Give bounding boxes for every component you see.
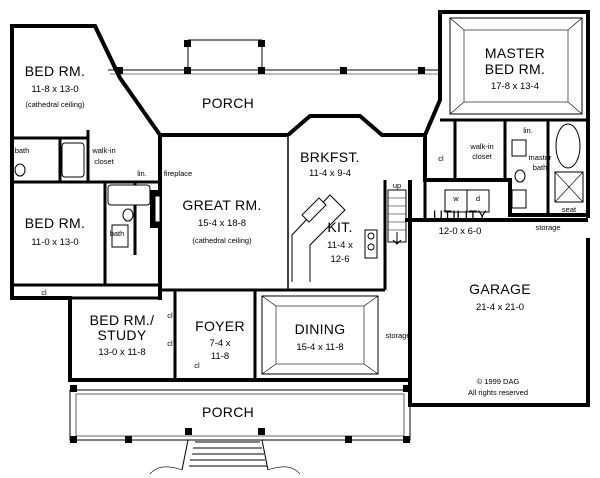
ceiling-tray-master — [449, 17, 583, 115]
room-utility: UTILITY 12-0 x 6-0 — [433, 207, 488, 237]
kit-name: KIT. — [327, 219, 352, 235]
copyright-line2: All rights reserved — [468, 388, 528, 397]
walkin1-line1: walk-in — [91, 146, 115, 155]
bed2-dims: 11-0 x 13-0 — [31, 237, 78, 248]
walkin2-line1: walk-in — [469, 142, 493, 151]
dining-name: DINING — [295, 321, 346, 337]
walkin2-line2: closet — [472, 152, 493, 161]
porch-front-name: PORCH — [202, 404, 254, 420]
bed2-name: BED RM. — [25, 215, 85, 231]
bed3-name-1: BED RM./ — [90, 312, 155, 328]
bed3-name-2: STUDY — [98, 327, 147, 343]
room-dining: DINING 15-4 x 11-8 — [295, 321, 346, 353]
foyer-name: FOYER — [195, 318, 245, 334]
garage-name: GARAGE — [469, 281, 531, 297]
interior-walls — [12, 118, 588, 380]
master-dims: 17-8 x 13-4 — [491, 81, 539, 92]
bath-fixtures-1 — [14, 142, 85, 178]
cl-study1-label: cl — [167, 311, 173, 320]
dryer-label: d — [476, 194, 480, 203]
master-bath-fixtures — [511, 123, 584, 203]
fireplace — [150, 190, 162, 228]
fireplace-label: fireplace — [164, 169, 192, 178]
bed1-note: (cathedral ceiling) — [25, 100, 85, 109]
foyer-dims-2: 11-8 — [211, 351, 229, 362]
great-name: GREAT RM. — [182, 197, 261, 213]
master-bath-line2: bath — [533, 163, 548, 172]
porch-back-name: PORCH — [202, 95, 254, 111]
bed1-dims: 11-8 x 13-0 — [31, 84, 78, 95]
foyer-dims-1: 7-4 x — [209, 338, 230, 349]
master-name-1: MASTER — [485, 45, 545, 61]
washer-label: w — [452, 194, 459, 203]
kit-dims-2: 12-6 — [330, 254, 349, 265]
great-dims: 15-4 x 18-8 — [198, 218, 246, 229]
room-brkfst: BRKFST. 11-4 x 9-4 — [300, 149, 360, 179]
dining-dims: 15-4 x 11-8 — [296, 342, 343, 353]
utility-dims: 12-0 x 6-0 — [439, 226, 482, 237]
bath2-label: bath — [110, 229, 125, 238]
utility-appliances — [444, 189, 527, 213]
kit-dims-1: 11-4 x — [327, 240, 353, 251]
master-bath-line1: master — [529, 153, 552, 162]
room-foyer: FOYER 7-4 x 11-8 — [195, 318, 245, 362]
room-kit: KIT. 11-4 x 12-6 — [327, 219, 353, 265]
bath-fixtures-2 — [107, 184, 151, 248]
great-note: (cathedral ceiling) — [192, 236, 252, 245]
master-name-2: BED RM. — [485, 61, 545, 77]
bed1-name: BED RM. — [25, 63, 85, 79]
small-labels: bath walk-in closet lin. fireplace bath … — [15, 126, 577, 370]
storage-garage-label: storage — [535, 223, 560, 232]
brkfst-name: BRKFST. — [300, 149, 360, 165]
bed3-dims: 13-0 x 11-8 — [98, 347, 145, 358]
up-label: up — [393, 181, 401, 190]
seat-label: seat — [562, 205, 577, 214]
stairs — [387, 189, 407, 245]
room-bed1: BED RM. 11-8 x 13-0 (cathedral ceiling) — [25, 63, 85, 109]
room-bed3-study: BED RM./ STUDY 13-0 x 11-8 — [90, 312, 155, 358]
cl-master-label: cl — [438, 154, 444, 163]
copyright-line1: © 1999 DAG — [477, 377, 520, 386]
room-bed2: BED RM. 11-0 x 13-0 — [25, 215, 85, 248]
front-porch — [69, 385, 411, 475]
room-master: MASTER BED RM. 17-8 x 13-4 — [485, 45, 545, 92]
utility-name: UTILITY — [433, 207, 488, 223]
back-porch — [69, 39, 441, 440]
lin1-label: lin. — [137, 169, 147, 178]
cl-study2-label: cl — [167, 339, 173, 348]
copyright: © 1999 DAG All rights reserved — [468, 377, 528, 397]
cl-bed2-label: cl — [41, 288, 47, 297]
lin2-label: lin. — [523, 126, 533, 135]
room-great: GREAT RM. 15-4 x 18-8 (cathedral ceiling… — [182, 197, 261, 245]
walkin1-line2: closet — [94, 157, 115, 166]
ceiling-tray-dining — [261, 295, 379, 375]
storage-dining-label: storage — [385, 331, 410, 340]
room-garage: GARAGE 21-4 x 21-0 — [469, 281, 531, 313]
kitchen-counters — [291, 194, 378, 282]
bath1-label: bath — [15, 146, 30, 155]
brkfst-dims: 11-4 x 9-4 — [309, 168, 351, 179]
garage-dims: 21-4 x 21-0 — [476, 302, 524, 313]
cl-foyer-label: cl — [194, 361, 200, 370]
